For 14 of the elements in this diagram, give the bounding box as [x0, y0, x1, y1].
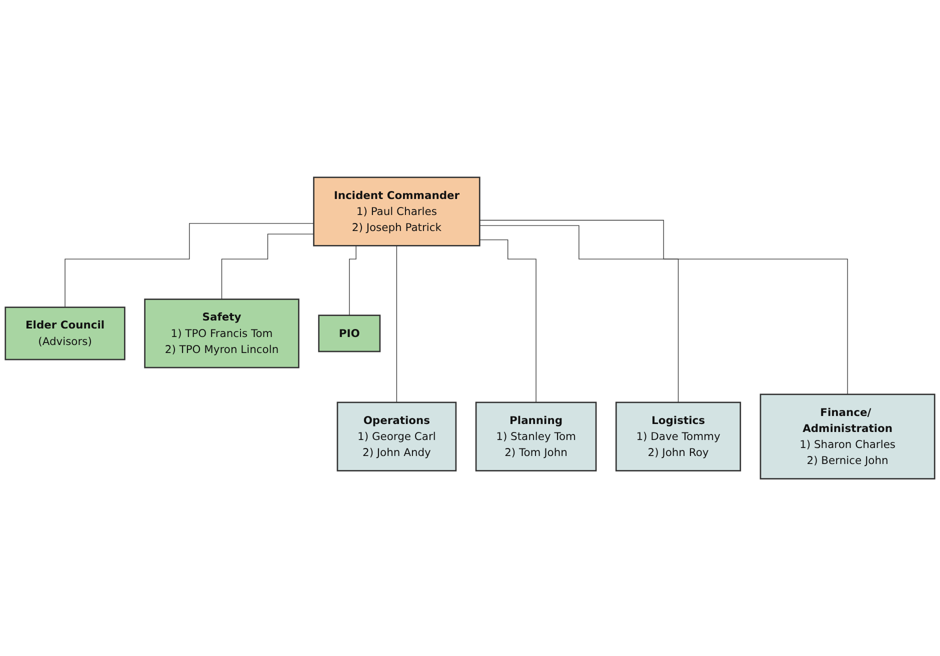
node-box: Logistics 1) Dave Tommy 2) John Roy	[615, 402, 742, 472]
node-box: PIO	[318, 314, 381, 352]
connector	[479, 220, 848, 395]
node-box: Planning 1) Stanley Tom 2) Tom John	[475, 402, 597, 472]
node-box: Safety 1) TPO Francis Tom 2) TPO Myron Lincoln	[144, 298, 300, 368]
node-box: Incident Commander 1) Paul Charles 2) Joseph Patrick	[313, 176, 480, 246]
connector	[221, 234, 314, 300]
node-box: Elder Council (Advisors)	[4, 306, 126, 360]
connector	[64, 223, 314, 308]
node-box: Operations 1) George Carl 2) John Andy	[336, 402, 457, 472]
connector	[396, 245, 398, 403]
node-box: Finance/ Administration 1) Sharon Charles 2) Bernice John	[760, 394, 936, 480]
connector	[479, 239, 536, 403]
connector	[479, 225, 679, 403]
